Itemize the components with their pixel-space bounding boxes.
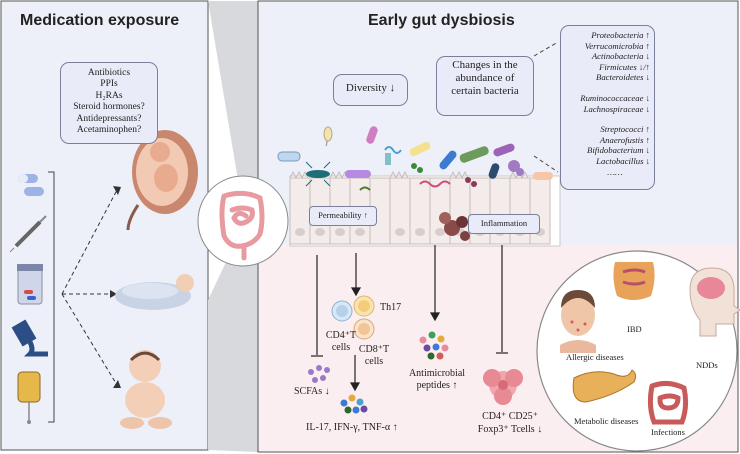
cd8-t-cell-icon [353, 318, 375, 340]
iv-bag-icon [17, 371, 41, 424]
bacteria-item: Actinobacteria ↓ [591, 51, 650, 62]
intestine-icon [219, 190, 265, 261]
changes-box [436, 56, 534, 116]
bacteria-item: Verrucomicrobia ↑ [584, 40, 650, 51]
medication-list-box [60, 62, 158, 144]
medication-item: Antibiotics [87, 68, 131, 78]
medication-item: Antidepressants? [76, 113, 142, 124]
medication-item: Steroid hormones? [73, 102, 145, 113]
bacteria-list: Proteobacteria ↑ Verrucomicrobia ↑ Actin… [560, 30, 650, 177]
antimicrobial-label: Antimicrobial peptides ↑ [398, 368, 476, 392]
center-panel-title: Early gut dysbiosis [368, 12, 515, 29]
bacteria-item: Anaerofustis ↑ [599, 134, 650, 145]
cytokine-dots-icon [340, 394, 368, 414]
scfa-dots-icon [308, 365, 330, 383]
outcome-ndds: NDDs [696, 360, 718, 370]
bacteria-item: Ruminococcaceae ↓ [580, 92, 650, 103]
diversity-label: Diversity ↓ [345, 82, 396, 94]
toddler-icon [120, 350, 172, 429]
arrow-head-child [113, 380, 121, 388]
bacteria-list-box [560, 25, 655, 190]
pancreas-icon [572, 369, 637, 403]
antimicrobial-dots-icon [419, 331, 449, 360]
changes-line: certain bacteria [451, 85, 519, 97]
bacteria-item: …… [607, 166, 623, 177]
pill-bottle-icon [17, 264, 43, 305]
cytokines-label: IL-17, IFN-γ, TNF-α ↑ [306, 422, 398, 433]
treg-line: Foxp3⁺ Tcells ↓ [477, 424, 543, 435]
changes-line: abundance of [455, 72, 515, 84]
permeability-box [309, 206, 377, 226]
cd8-label: CD8⁺T cells [354, 344, 394, 368]
medication-item: PPIs [100, 79, 118, 90]
bacteria-icons [277, 126, 553, 191]
medication-item: H₂RAs [95, 90, 123, 101]
th17-cell-icon [353, 295, 375, 317]
pathway-arrows [311, 245, 508, 392]
bacteria-item: Bifidobacterium ↓ [587, 145, 650, 156]
pregnancy-icon [126, 130, 198, 231]
permeability-label: Permeability ↑ [318, 210, 368, 220]
newborn-icon [115, 274, 194, 310]
left-panel-title: Medication exposure [20, 12, 180, 29]
syringe-icon [9, 215, 47, 253]
bacteria-item: Proteobacteria ↑ [591, 30, 650, 40]
brain-head-icon [689, 267, 740, 337]
arrow-head-pregnancy [113, 186, 121, 195]
changes-label: Changes in the abundance of certain bact… [436, 59, 534, 98]
liquid-medicine-icon [11, 319, 48, 357]
outcome-metabolic: Metabolic diseases [574, 416, 639, 426]
exposure-arrows [61, 189, 118, 386]
arrow-head-infant [110, 290, 117, 298]
ibd-intestine-icon [613, 262, 655, 300]
th17-label: Th17 [380, 302, 402, 313]
bacteria-item: Bacteroidetes ↓ [596, 72, 650, 83]
treg-line: CD4⁺ CD25⁺ [482, 411, 538, 422]
cd4-line: CD4⁺T [325, 330, 357, 341]
cd4-t-cell-icon [331, 300, 353, 322]
bacteria-item: Streptococci ↑ [600, 124, 650, 135]
inflammation-box [468, 214, 540, 234]
infection-intestine-icon [647, 380, 689, 425]
outcome-infections: Infections [651, 427, 685, 437]
allergic-disease-icon [560, 290, 596, 353]
cd8-line: CD8⁺T [358, 344, 390, 355]
antimicrobial-line: peptides ↑ [416, 380, 458, 391]
treg-label: CD4⁺ CD25⁺ Foxp3⁺ Tcells ↓ [470, 410, 550, 436]
capsule-icon [18, 174, 44, 196]
outcome-ibd: IBD [627, 324, 642, 334]
changes-line: Changes in the [452, 59, 518, 71]
medication-bracket [48, 171, 55, 423]
bacteria-item: Lachnospiraceae ↓ [583, 103, 650, 114]
antimicrobial-line: Antimicrobial [408, 368, 466, 379]
cd4-line: cells [331, 342, 351, 353]
diversity-box [333, 74, 408, 106]
medication-item: Acetaminophen? [76, 125, 142, 136]
bacteria-item: Firmicutes ↓/↑ [599, 61, 650, 72]
cd8-line: cells [364, 356, 384, 367]
scfas-label: SCFAs ↓ [294, 386, 330, 397]
outcome-allergic: Allergic diseases [566, 352, 624, 362]
zoom-trapezoid [208, 1, 258, 452]
inflammation-label: Inflammation [480, 218, 528, 228]
bacteria-item: Lactobacillus ↓ [596, 155, 650, 166]
callout-lines [533, 41, 559, 173]
inflammation-cells-icon [439, 212, 470, 241]
cd4-label: CD4⁺T cells [322, 330, 360, 354]
treg-cluster-icon [483, 369, 523, 405]
medication-list: Antibiotics PPIs H₂RAs Steroid hormones?… [60, 68, 158, 136]
